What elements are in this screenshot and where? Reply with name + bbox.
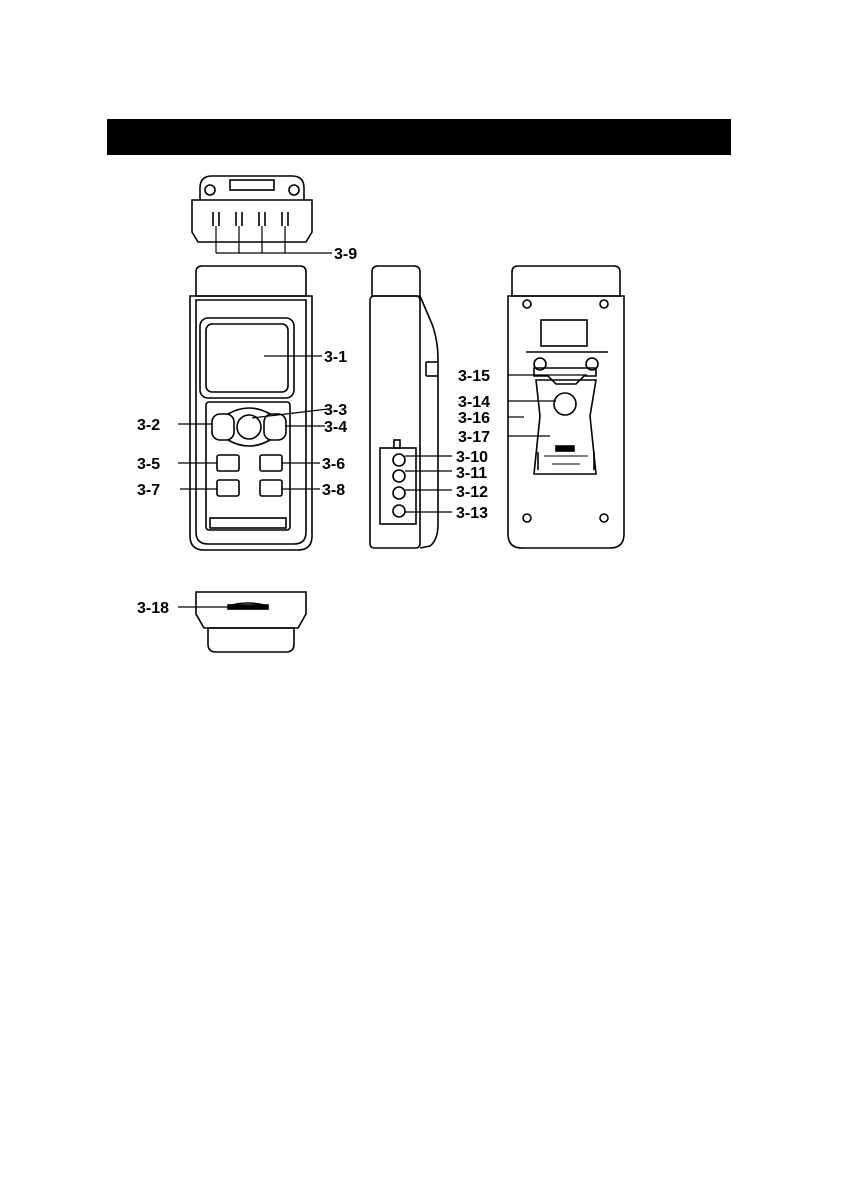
- jack-3-12: [393, 487, 405, 499]
- callout-3-2: 3-2: [137, 417, 160, 434]
- callout-3-6: 3-6: [322, 456, 345, 473]
- callout-3-4: 3-4: [324, 419, 347, 436]
- key-3-6[interactable]: [260, 455, 282, 471]
- thermocouple-socket-2: [236, 212, 242, 226]
- jack-3-11: [393, 470, 405, 482]
- side-view: [370, 266, 452, 548]
- callout-3-7: 3-7: [137, 482, 160, 499]
- callout-3-5: 3-5: [137, 456, 160, 473]
- thermocouple-socket-3: [259, 212, 265, 226]
- callout-3-14: 3-14: [458, 394, 490, 411]
- key-3-5[interactable]: [217, 455, 239, 471]
- front-view: [178, 266, 328, 550]
- power-button[interactable]: [237, 415, 261, 439]
- right-button[interactable]: [264, 414, 286, 440]
- callout-3-9: 3-9: [334, 246, 357, 263]
- thermocouple-socket-4: [282, 212, 288, 226]
- top-view: [192, 176, 332, 253]
- callout-3-15: 3-15: [458, 368, 490, 385]
- lcd-display: [206, 324, 288, 392]
- stand: [534, 380, 596, 474]
- callout-3-12: 3-12: [456, 484, 488, 501]
- callout-3-13: 3-13: [456, 505, 488, 522]
- bottom-view: [178, 592, 306, 652]
- callout-3-8: 3-8: [322, 482, 345, 499]
- callout-3-17: 3-17: [458, 429, 490, 446]
- jack-3-13: [393, 505, 405, 517]
- callout-3-16: 3-16: [458, 410, 490, 427]
- callout-3-3: 3-3: [324, 402, 347, 419]
- lcd-display-bezel: [200, 318, 294, 398]
- tripod-screw-hole: [554, 393, 576, 415]
- callout-3-11: 3-11: [456, 465, 487, 482]
- back-view: [508, 266, 624, 548]
- callout-3-10: 3-10: [456, 449, 488, 466]
- thermocouple-socket-1: [213, 212, 219, 226]
- callout-3-1: 3-1: [324, 349, 347, 366]
- back-window: [541, 320, 587, 346]
- key-3-7[interactable]: [217, 480, 239, 496]
- left-button[interactable]: [212, 414, 234, 440]
- callout-3-18: 3-18: [137, 600, 169, 617]
- key-3-8[interactable]: [260, 480, 282, 496]
- jack-3-10: [393, 454, 405, 466]
